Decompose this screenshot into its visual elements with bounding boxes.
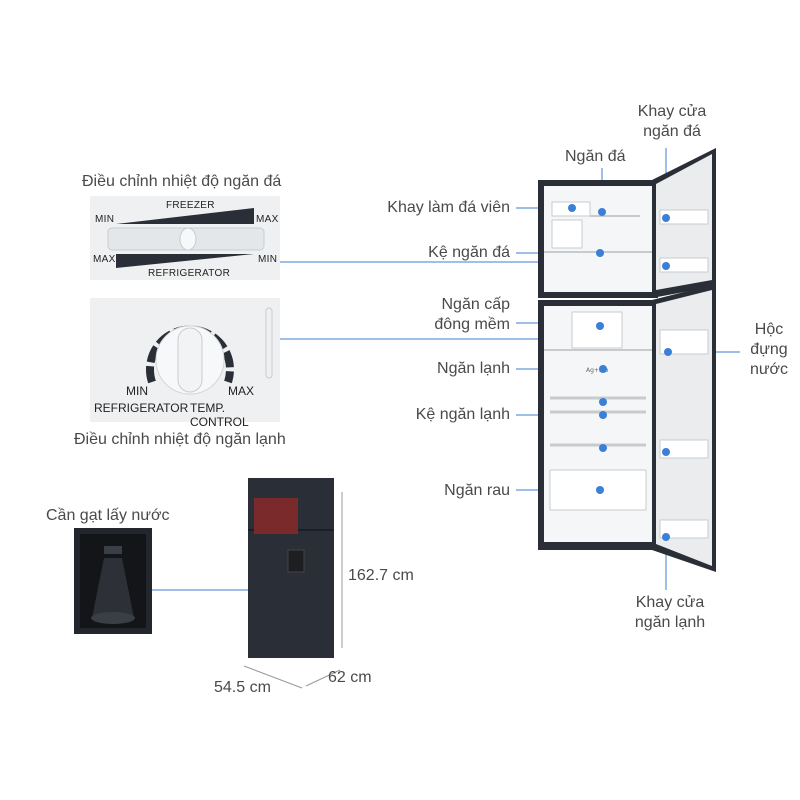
label-ke-ngan-da: Kệ ngăn đá [428, 244, 510, 261]
min-right-text: MIN [258, 254, 278, 265]
temperature-dial-icon [146, 307, 273, 395]
dial-temp-control-text: TEMP. CONTROL [190, 401, 249, 429]
refrigerator-text: REFRIGERATOR [148, 268, 231, 279]
callout-dot [662, 262, 670, 270]
callout-dot [598, 208, 606, 216]
freezer-control-panel: FREEZER MIN MAX MAX MIN REFRIGERATOR [90, 196, 280, 280]
callout-dot [596, 486, 604, 494]
label-ngan-lanh: Ngăn lạnh [437, 360, 510, 377]
callout-dot [599, 411, 607, 419]
fridge-control-panel: MIN MAX REFRIGERATOR TEMP. CONTROL [90, 298, 280, 429]
callout-dot [596, 322, 604, 330]
max-right-text: MAX [256, 214, 279, 225]
label-khay-lam-da-vien: Khay làm đá viên [387, 199, 510, 216]
callout-dot [662, 533, 670, 541]
dimension-depth: 62 cm [328, 669, 372, 686]
label-can-gat-lay-nuoc: Cần gạt lấy nước [46, 507, 170, 524]
svg-text:Ag+Bio: Ag+Bio [586, 367, 609, 374]
dial-min-text: MIN [126, 384, 148, 398]
label-khay-cua-ngan-lanh: Khay cửa ngăn lạnh [634, 594, 706, 631]
open-refrigerator-illustration: Ag+Bio [538, 148, 716, 572]
closed-refrigerator-dimensions [243, 478, 343, 689]
callout-dot [662, 214, 670, 222]
dimension-height: 162.7 cm [348, 567, 414, 584]
label-ngan-rau: Ngăn rau [444, 482, 510, 499]
label-ngan-cap-dong-mem: Ngăn cấp đông mềm [434, 296, 510, 333]
label-ke-ngan-lanh: Kệ ngăn lạnh [415, 406, 510, 423]
label-ngan-da: Ngăn đá [565, 148, 626, 165]
label-dieu-chinh-ngan-da: Điều chỉnh nhiệt độ ngăn đá [82, 173, 282, 190]
callout-dot [599, 365, 607, 373]
slider-knob-icon [179, 227, 197, 251]
dimension-width: 54.5 cm [214, 679, 271, 696]
min-left-text: MIN [95, 214, 115, 225]
freezer-text: FREEZER [166, 200, 215, 211]
label-hoc-dung-nuoc: Hộc đựng nước [749, 321, 789, 378]
callout-dot [662, 448, 670, 456]
callout-dot [568, 204, 576, 212]
dial-refrigerator-text: REFRIGERATOR [94, 401, 189, 415]
label-dieu-chinh-ngan-lanh: Điều chỉnh nhiệt độ ngăn lạnh [74, 431, 286, 448]
water-lever-icon [74, 528, 152, 634]
max-left-text: MAX [93, 254, 116, 265]
callout-dot [599, 398, 607, 406]
label-khay-cua-ngan-da: Khay cửa ngăn đá [637, 103, 707, 140]
callout-dot [664, 348, 672, 356]
callout-dot [599, 444, 607, 452]
callout-dot [596, 249, 604, 257]
freezer-scale-graphic [107, 208, 265, 268]
dial-max-text: MAX [228, 384, 255, 398]
